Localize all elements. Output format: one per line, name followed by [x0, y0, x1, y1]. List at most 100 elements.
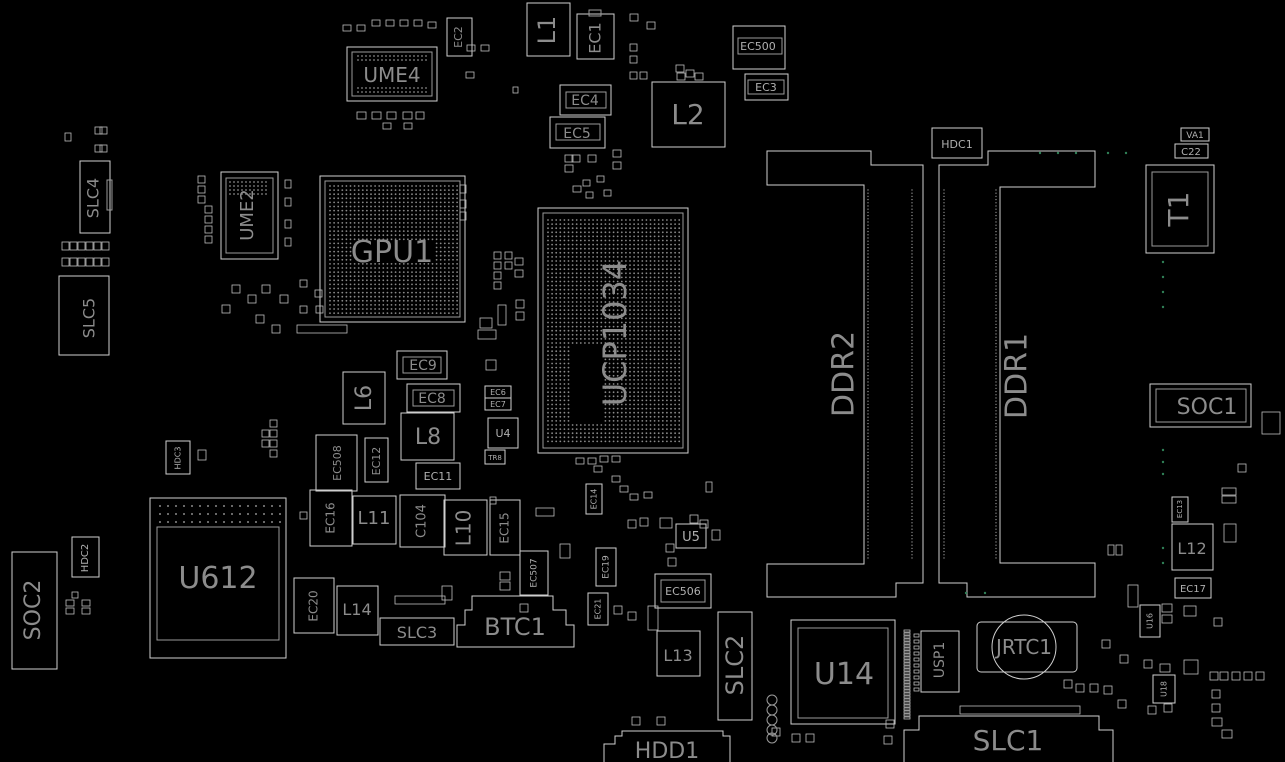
l13-component[interactable]: L13	[656, 630, 701, 677]
l1-label: L1	[533, 16, 561, 45]
ec3-component[interactable]: EC3	[744, 73, 789, 101]
soc1-label: SOC1	[1177, 395, 1238, 420]
l1-component[interactable]: L1	[526, 2, 571, 57]
ec8-component[interactable]: EC8	[406, 383, 461, 413]
slc4-component[interactable]: SLC4	[79, 160, 113, 234]
ec17-label: EC17	[1180, 584, 1206, 595]
jrtc1-component[interactable]: JRTC1	[976, 614, 1078, 680]
l6-component[interactable]: L6	[342, 371, 386, 425]
ec9-label: EC9	[409, 358, 437, 374]
l2-component[interactable]: L2	[651, 81, 726, 148]
u612-component[interactable]: U612	[149, 497, 287, 659]
va1-component[interactable]: VA1	[1180, 127, 1210, 142]
ec507-component[interactable]: EC507	[519, 550, 549, 596]
ec506-label: EC506	[665, 585, 701, 598]
l11-component[interactable]: L11	[352, 495, 397, 545]
c104-label: C104	[415, 504, 430, 538]
slc4-label: SLC4	[84, 178, 103, 218]
ec5-component[interactable]: EC5	[549, 116, 606, 149]
ec1-label: EC1	[586, 22, 605, 53]
u5-component[interactable]: U5	[675, 523, 707, 549]
l14-component[interactable]: L14	[336, 585, 379, 636]
tr8-component[interactable]: TR8	[484, 449, 506, 465]
ec20-label: EC20	[307, 590, 321, 621]
ec508-component[interactable]: EC508	[315, 434, 358, 492]
ec20-component[interactable]: EC20	[293, 577, 335, 634]
ec506-component[interactable]: EC506	[654, 573, 712, 609]
jrtc1-label: JRTC1	[994, 635, 1052, 659]
btc1-label: BTC1	[484, 613, 546, 641]
l13-label: L13	[663, 646, 692, 665]
hdc1-label: HDC1	[941, 138, 972, 151]
soc1-component[interactable]: SOC1	[1149, 383, 1252, 428]
ec16-label: EC16	[324, 502, 338, 533]
btc1-component[interactable]: BTC1	[456, 595, 575, 648]
ec13-component[interactable]: EC13	[1171, 496, 1189, 523]
ec12-component[interactable]: EC12	[364, 437, 389, 483]
ec9-component[interactable]: EC9	[396, 350, 448, 380]
hdc3-component[interactable]: HDC3	[165, 440, 191, 475]
ec19-component[interactable]: EC19	[595, 547, 617, 587]
slc2-component[interactable]: SLC2	[717, 611, 753, 721]
gpu1-label: GPU1	[351, 235, 433, 270]
usp1-component[interactable]: USP1	[920, 630, 960, 693]
ec2-component[interactable]: EC2	[446, 17, 473, 57]
t1-label: T1	[1162, 192, 1195, 228]
u16-component[interactable]: U16	[1139, 604, 1161, 638]
ec12-label: EC12	[370, 447, 383, 476]
c22-component[interactable]: C22	[1174, 143, 1209, 159]
ec500-component[interactable]: EC500	[732, 25, 786, 70]
ume2-component[interactable]: UME2	[220, 171, 279, 260]
l14-label: L14	[342, 600, 371, 619]
ec500-label: EC500	[740, 40, 776, 53]
slc2-label: SLC2	[721, 635, 749, 696]
ec507-label: EC507	[530, 558, 540, 587]
hdd1-connector[interactable]: HDD1	[603, 730, 731, 762]
u14-component[interactable]: U14	[790, 619, 896, 725]
soc2-component[interactable]: SOC2	[11, 551, 58, 670]
slc1-connector[interactable]: SLC1	[903, 715, 1114, 762]
ec6-component[interactable]: EC6	[484, 385, 512, 399]
l2-label: L2	[671, 98, 704, 131]
u16-label: U16	[1146, 613, 1155, 629]
ec17-component[interactable]: EC17	[1174, 577, 1212, 599]
ec14-component[interactable]: EC14	[585, 483, 603, 515]
ddr1-slot[interactable]: DDR1	[938, 150, 1096, 598]
l12-label: L12	[1177, 539, 1206, 558]
u18-component[interactable]: U18	[1152, 674, 1176, 704]
ucp1034-component[interactable]: UCP1034	[537, 207, 689, 454]
slc1-label: SLC1	[973, 724, 1044, 757]
ume4-label: UME4	[363, 63, 420, 87]
t1-component[interactable]: T1	[1145, 164, 1215, 254]
ddr2-slot[interactable]: DDR2	[766, 150, 924, 598]
slc5-component[interactable]: SLC5	[58, 275, 110, 356]
ec16-component[interactable]: EC16	[309, 489, 353, 547]
ddr1-label: DDR1	[1000, 333, 1035, 419]
ec8-label: EC8	[418, 391, 446, 407]
l10-component[interactable]: L10	[443, 499, 488, 556]
ec4-component[interactable]: EC4	[559, 84, 612, 116]
hdc2-component[interactable]: HDC2	[71, 536, 100, 578]
l8-label: L8	[415, 425, 441, 450]
l8-component[interactable]: L8	[400, 412, 455, 461]
ume4-component[interactable]: UME4	[346, 46, 438, 102]
ec15-component[interactable]: EC15	[489, 499, 521, 556]
u4-component[interactable]: U4	[487, 417, 519, 449]
pcb-pads-and-passives	[61, 13, 1281, 745]
hdc1-component[interactable]: HDC1	[931, 127, 983, 159]
tr8-label: TR8	[487, 454, 502, 462]
slc3-component[interactable]: SLC3	[379, 617, 455, 646]
ec21-component[interactable]: EC21	[587, 592, 609, 626]
hdc3-label: HDC3	[174, 447, 183, 470]
usp1-label: USP1	[932, 642, 948, 678]
l11-label: L11	[358, 508, 391, 529]
ec21-label: EC21	[594, 599, 603, 620]
c104-component[interactable]: C104	[399, 494, 446, 548]
ddr2-label: DDR2	[827, 331, 862, 417]
ec7-component[interactable]: EC7	[484, 397, 512, 411]
ec11-component[interactable]: EC11	[415, 462, 461, 490]
ec508-label: EC508	[331, 445, 344, 481]
ec1-component[interactable]: EC1	[576, 9, 615, 60]
l12-component[interactable]: L12	[1171, 523, 1214, 571]
